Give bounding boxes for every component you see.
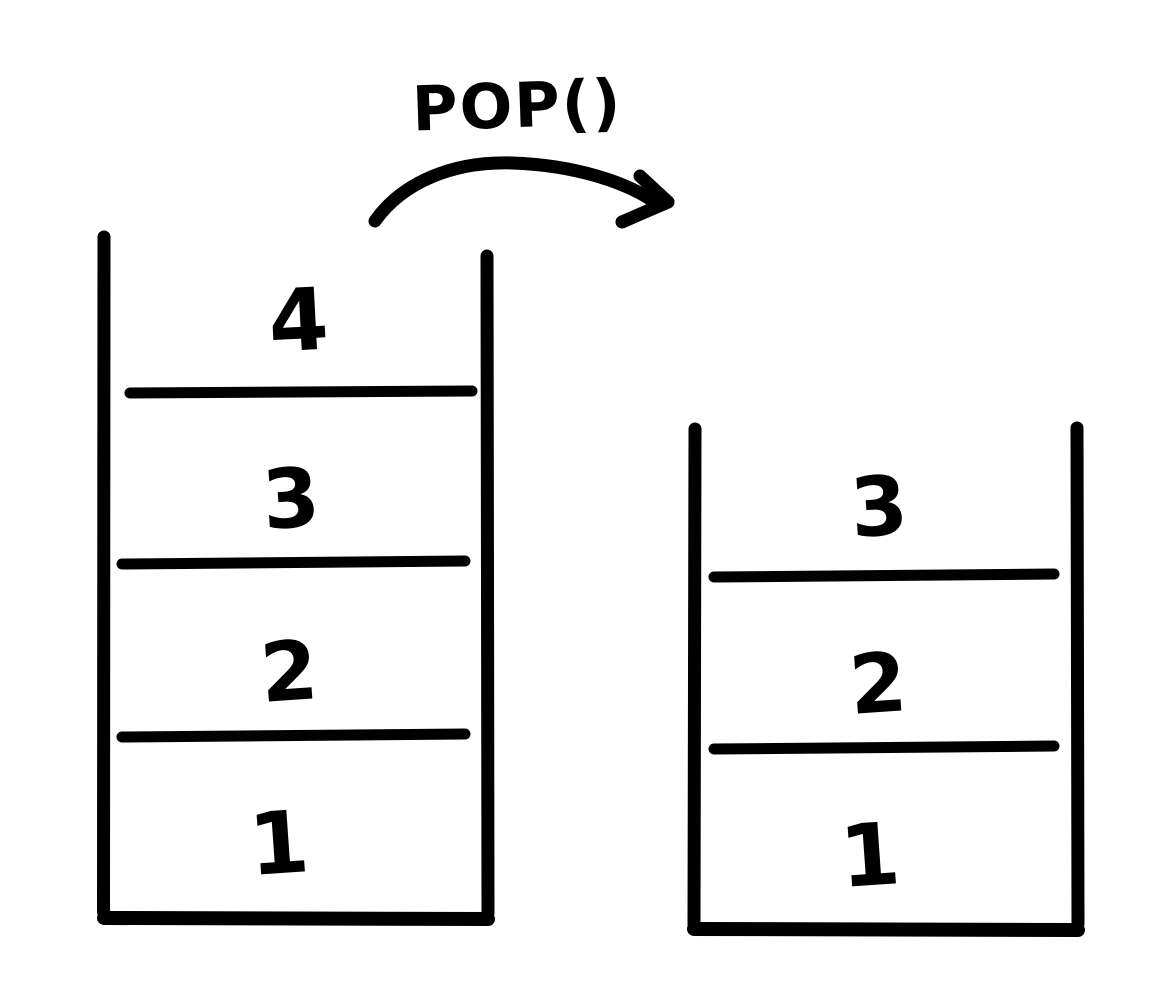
left-stack-divider-2	[116, 555, 471, 570]
right-stack-divider-1	[708, 568, 1060, 583]
right-stack: 3 2 1	[687, 421, 1085, 937]
pop-operation-group: POP()	[368, 65, 675, 229]
right-stack-cell-value-2: 2	[846, 635, 910, 734]
right-stack-cell-value-top: 3	[847, 458, 911, 557]
right-stack-cell-value-bottom: 1	[837, 804, 904, 908]
left-stack-divider-1	[124, 385, 478, 399]
left-stack-left-wall	[97, 230, 111, 919]
curved-arrow-shaft	[368, 156, 660, 228]
left-stack-bottom	[97, 911, 495, 926]
left-stack-cell-value-bottom: 1	[246, 792, 313, 896]
pop-operation-label: POP()	[411, 65, 624, 145]
right-stack-left-wall	[687, 422, 702, 931]
left-stack-divider-3	[116, 728, 471, 743]
right-stack-right-wall	[1070, 421, 1085, 931]
left-stack-cell-value-2: 3	[259, 450, 323, 549]
curved-arrow-head-lower-barb	[615, 195, 675, 229]
left-stack-cell-value-3: 2	[257, 623, 321, 722]
right-stack-bottom	[687, 922, 1085, 937]
right-stack-divider-2	[708, 740, 1060, 755]
left-stack: 4 3 2 1	[97, 230, 495, 926]
left-stack-right-wall	[480, 249, 495, 920]
left-stack-cell-value-top: 4	[266, 270, 331, 373]
